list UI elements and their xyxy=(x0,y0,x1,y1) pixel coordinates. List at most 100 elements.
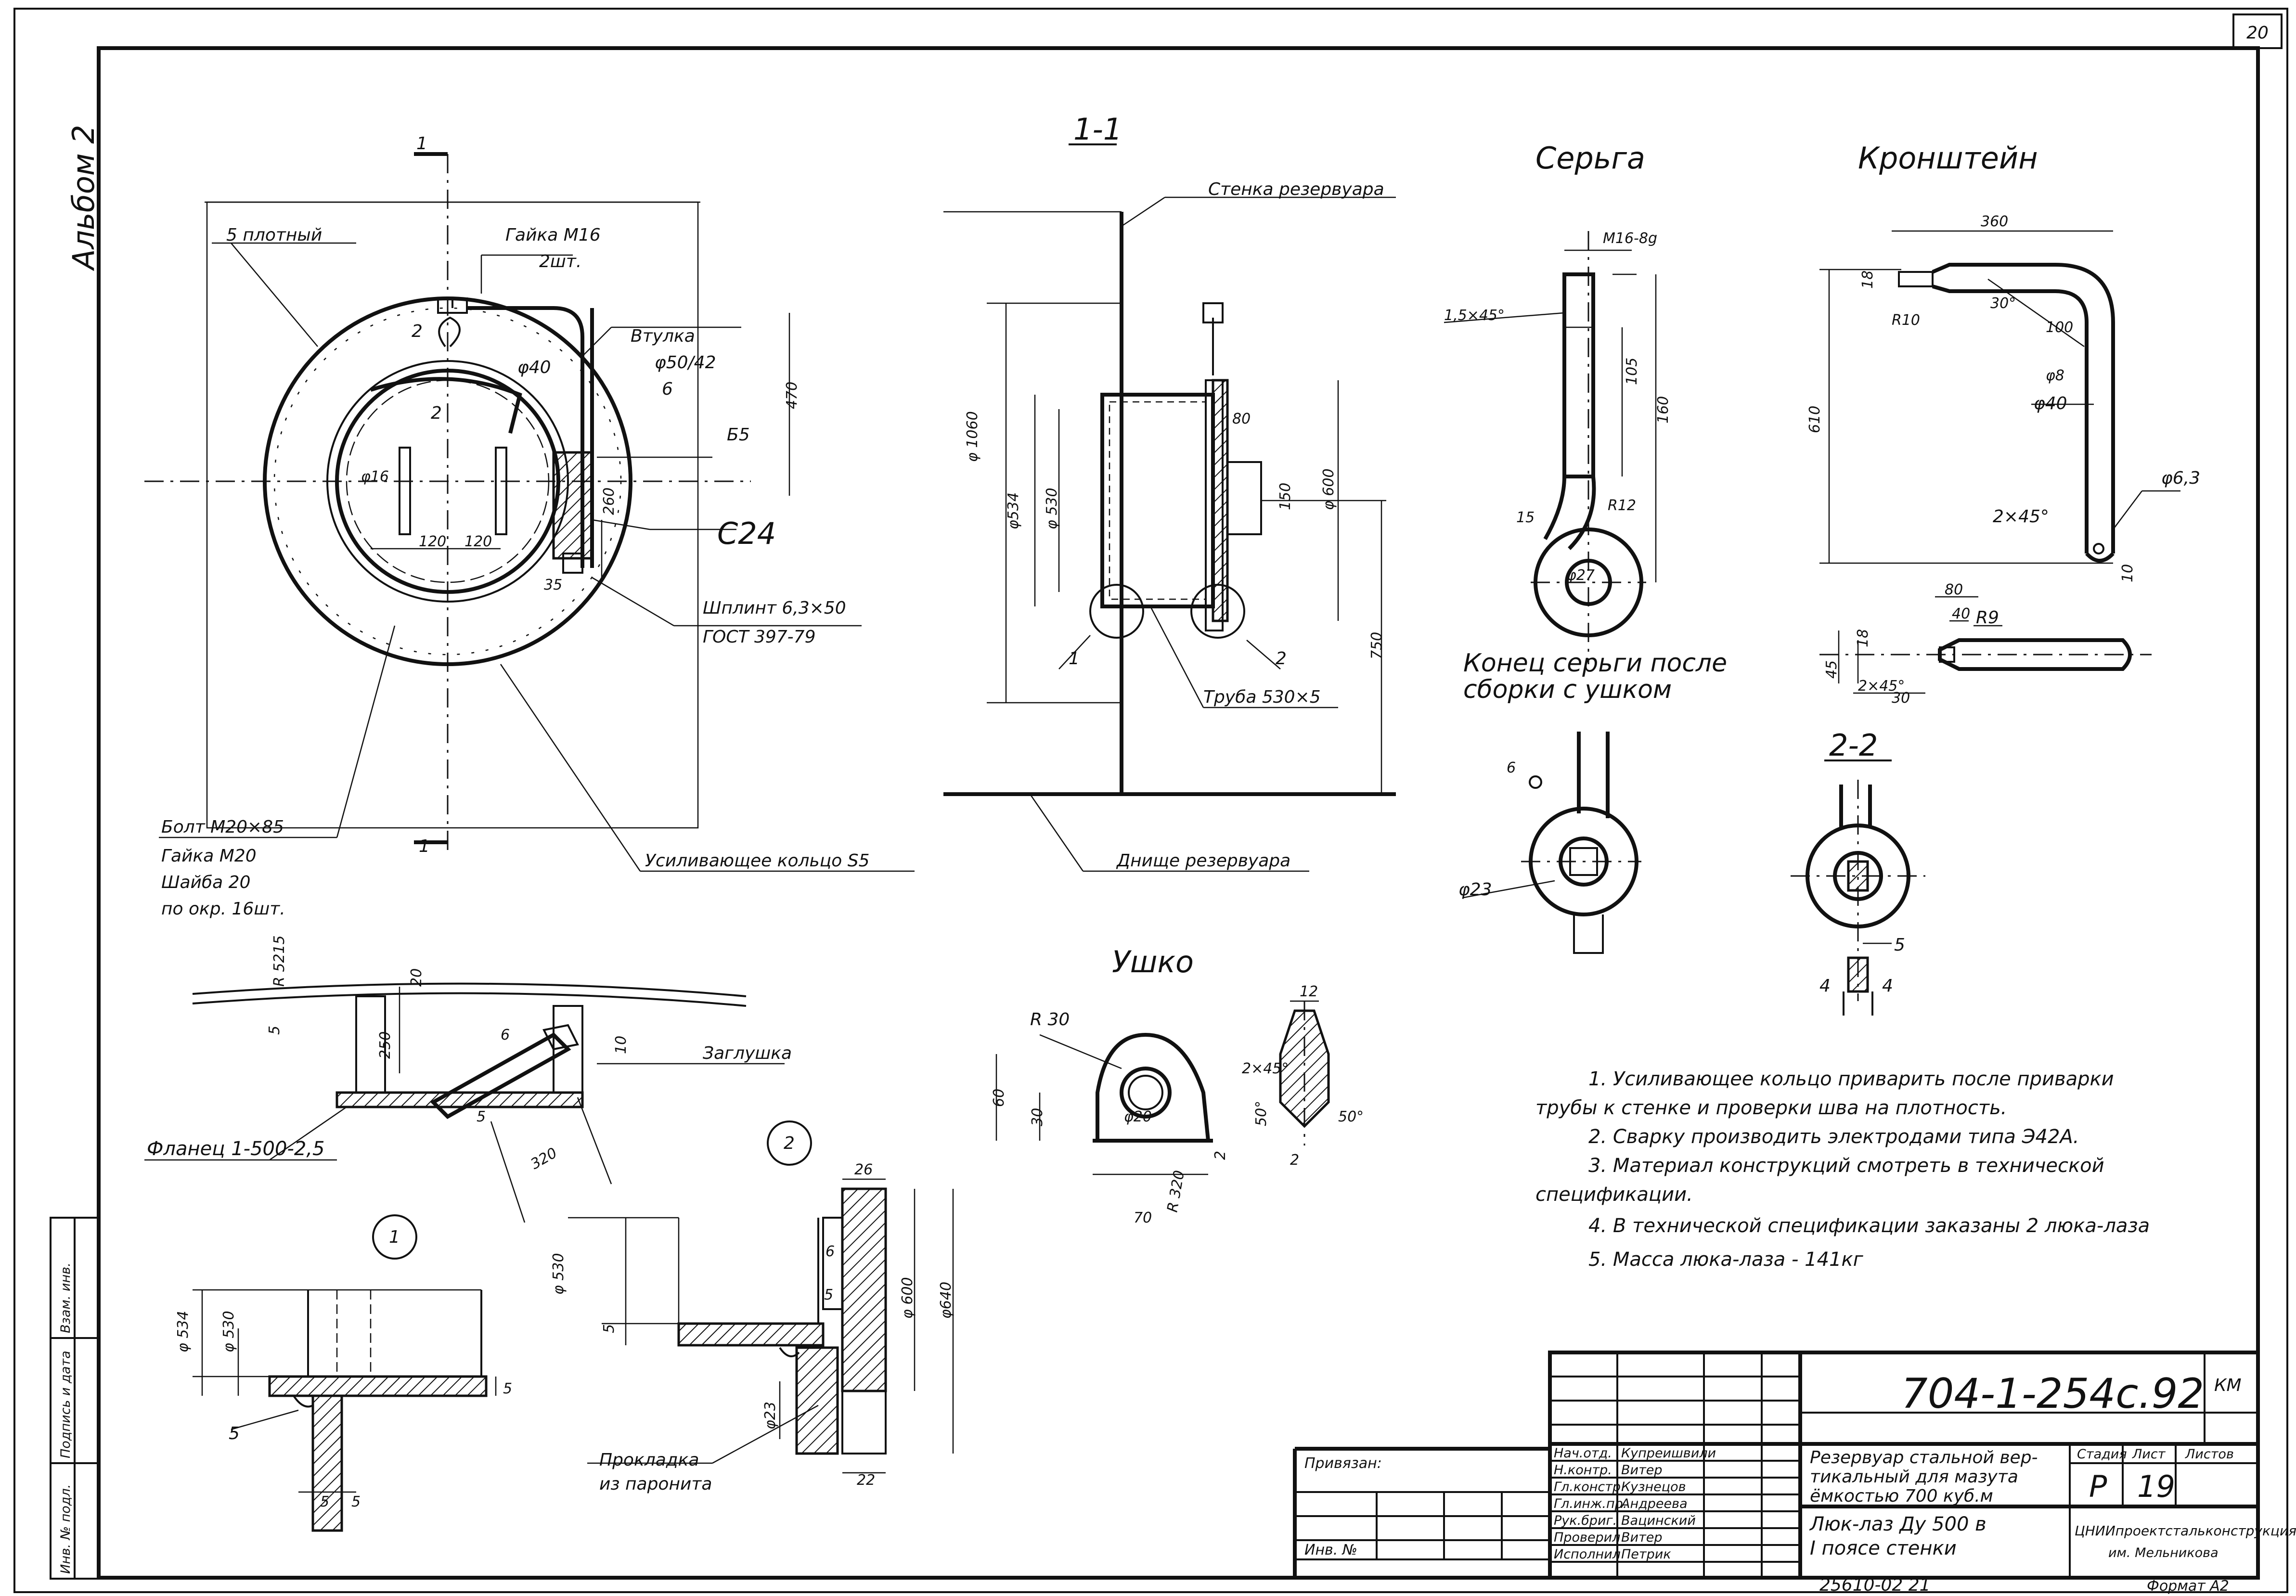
earring-view xyxy=(1444,231,1657,954)
detail2-dim-5b: 5 xyxy=(824,1287,833,1303)
main-bushing-size: φ50/42 xyxy=(655,353,716,373)
detail2-num: 2 xyxy=(784,1133,795,1153)
bracket-dim-80: 80 xyxy=(1945,581,1963,598)
bracket-chamfer: 2×45° xyxy=(1993,507,2049,527)
sheet-title-1: Люк-лаз Ду 500 в xyxy=(1809,1513,1986,1535)
section-dim-80: 80 xyxy=(1232,411,1251,427)
bracket-dim-360: 360 xyxy=(1981,213,2008,230)
org-name-1: ЦНИИпроектстальконструкция xyxy=(2075,1523,2296,1539)
section-2-2 xyxy=(1791,759,1925,1016)
main-dim-120b: 120 xyxy=(464,533,492,550)
eye-dim-30: 30 xyxy=(1029,1108,1046,1126)
bracket-view xyxy=(1819,230,2180,694)
flange-dim-250: 250 xyxy=(377,1031,394,1059)
flange-dim-10: 10 xyxy=(613,1036,630,1054)
eye-r30: R 30 xyxy=(1030,1010,1070,1030)
main-weld6: 6 xyxy=(662,379,673,399)
main-phi16: φ16 xyxy=(361,468,389,485)
section-phi1060: φ 1060 xyxy=(964,411,981,462)
section-1-1-title: 1-1 xyxy=(1073,112,1122,147)
main-washer: Шайба 20 xyxy=(161,873,250,892)
section-phi534: φ534 xyxy=(1005,492,1022,529)
page-number: 20 xyxy=(2246,23,2269,43)
page-number-box xyxy=(2232,13,2283,49)
project-title-1: Резервуар стальной вер- xyxy=(1810,1448,2038,1467)
section22-dim-4a: 4 xyxy=(1819,976,1831,996)
bracket-dim-40: 40 xyxy=(1952,605,1970,622)
main-c24: С24 xyxy=(717,516,776,551)
detail2-phi530: φ 530 xyxy=(550,1253,567,1295)
earring-dim-15: 15 xyxy=(1516,509,1535,526)
bracket-dim-45: 45 xyxy=(1823,660,1840,679)
detail1-num: 1 xyxy=(389,1227,400,1247)
project-title-3: ёмкостью 700 куб.м xyxy=(1810,1486,1993,1506)
bracket-r100: 100 xyxy=(2046,319,2073,336)
flange-plug: Заглушка xyxy=(703,1043,792,1063)
detail1-dim-5b: 5 xyxy=(351,1493,361,1510)
title-mark: КМ xyxy=(2214,1376,2242,1395)
flange-view xyxy=(144,982,785,1223)
bracket-dim-18: 18 xyxy=(1859,270,1876,289)
note-3: 3. Материал конструкций смотреть в техни… xyxy=(1588,1155,2104,1177)
detail-1 xyxy=(193,1214,497,1532)
section-2-2-title: 2-2 xyxy=(1829,728,1878,763)
section-callout-2: 2 xyxy=(1276,649,1287,669)
name-2: Кузнецов xyxy=(1621,1480,1686,1494)
main-front-view xyxy=(144,152,915,872)
detail2-dim-22: 22 xyxy=(857,1472,875,1489)
note-2: 2. Сварку производить электродами типа Э… xyxy=(1588,1126,2079,1148)
detail2-phi640: φ640 xyxy=(938,1282,955,1319)
title-inv-label: Инв. № xyxy=(1304,1542,1357,1558)
name-4: Вацинский xyxy=(1621,1513,1696,1528)
bracket-r10: R10 xyxy=(1892,312,1920,329)
main-nut-qty: 2шт. xyxy=(539,252,581,271)
detail1-dim-5a: 5 xyxy=(320,1493,329,1510)
main-weld-s5: Б5 xyxy=(727,425,750,445)
main-cotter: Шплинт 6,3×50 xyxy=(703,598,846,618)
detail-2 xyxy=(568,1120,954,1474)
earring-note-1: Конец серьги после xyxy=(1463,649,1727,678)
detail1-weld5: 5 xyxy=(229,1424,240,1443)
role-4: Рук.бриг. xyxy=(1554,1513,1617,1528)
main-dim-120a: 120 xyxy=(419,533,446,550)
role-6: Исполнил xyxy=(1554,1547,1621,1562)
role-3: Гл.инж.пр. xyxy=(1554,1496,1627,1511)
side-stamp: Инв. № подл. Подпись и дата Взам. инв. xyxy=(50,1217,100,1580)
note-5: 5. Масса люка-лаза - 141кг xyxy=(1588,1248,1864,1271)
inventory-code: 25610-02 21 xyxy=(1819,1575,1931,1595)
main-cotter-gost: ГОСТ 397-79 xyxy=(703,627,815,647)
title-bind-label: Привязан: xyxy=(1304,1455,1382,1472)
eye-title: Ушко xyxy=(1112,944,1194,979)
title-code: 704-1-254с.92 xyxy=(1901,1370,2204,1418)
section-phi530: φ 530 xyxy=(1044,488,1060,529)
bracket-phi40: φ40 xyxy=(2034,394,2067,413)
eye-50deg-a: 50° xyxy=(1253,1101,1270,1126)
bracket-dim-18b: 18 xyxy=(1855,629,1871,647)
earring-weld6: 6 xyxy=(1507,759,1516,776)
inner-frame xyxy=(97,46,2260,1580)
earring-r12: R12 xyxy=(1608,497,1636,514)
detail2-dim-26: 26 xyxy=(854,1161,873,1178)
flange-dim-320: 320 xyxy=(528,1145,560,1173)
section-1-1 xyxy=(943,143,1396,872)
earring-title: Серьга xyxy=(1535,141,1645,176)
section-phi600: φ 600 xyxy=(1320,468,1337,510)
main-weld-tight: 5 плотный xyxy=(226,225,322,245)
main-nut: Гайка М16 xyxy=(505,225,601,245)
note-1: 1. Усиливающее кольцо приварить после пр… xyxy=(1588,1068,2114,1090)
eye-50deg-b: 50° xyxy=(1338,1108,1364,1125)
bracket-phi8: φ8 xyxy=(2046,367,2064,384)
main-bolt: Болт М20×85 xyxy=(161,817,284,837)
flange-label: Фланец 1-500-2,5 xyxy=(147,1138,325,1160)
section-wall-label: Стенка резервуара xyxy=(1208,180,1384,199)
section-pipe-label: Труба 530×5 xyxy=(1203,687,1321,707)
role-5: Проверил xyxy=(1554,1530,1620,1545)
earring-note-2: сборки с ушком xyxy=(1463,675,1672,704)
earring-dim-160: 160 xyxy=(1655,396,1672,424)
album-label: Альбом 2 xyxy=(66,125,101,271)
section22-dim-5: 5 xyxy=(1894,935,1905,955)
earring-chamfer: 1,5×45° xyxy=(1444,307,1505,324)
main-washer-qty: по окр. 16шт. xyxy=(161,899,285,919)
eye-chamfer: 2×45° xyxy=(1242,1060,1289,1077)
